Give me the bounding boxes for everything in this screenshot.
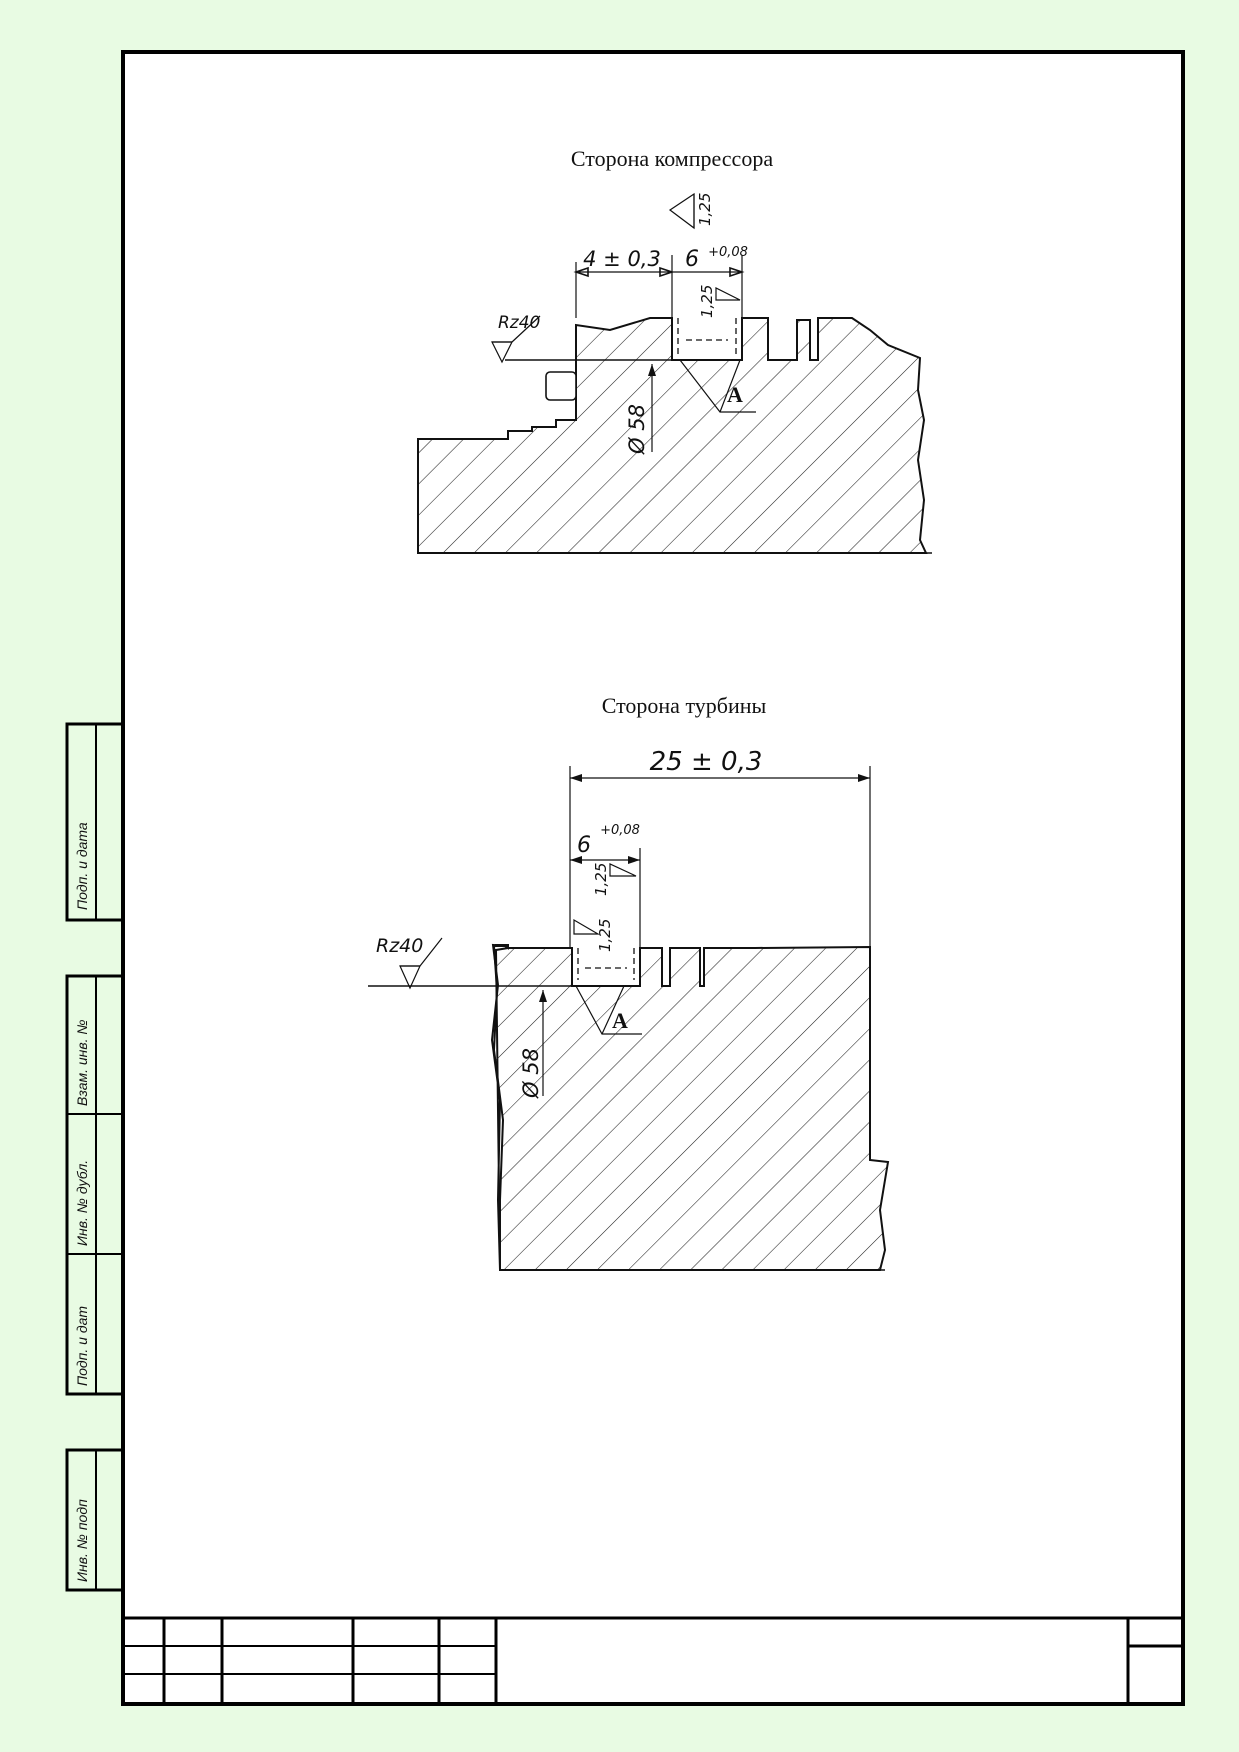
drawing-frame <box>121 50 1185 1706</box>
compressor-diameter: Ø 58 <box>625 404 649 455</box>
compressor-groove-hidden <box>677 318 737 354</box>
turbine-groove-hidden <box>577 948 635 980</box>
compressor-part-section <box>417 317 928 554</box>
title-block <box>123 1616 1183 1704</box>
compressor-view-title: Сторона компрессора <box>571 146 773 171</box>
turbine-callout-leader <box>575 985 642 1035</box>
turbine-view: Сторона турбины 25 ± 0,3 6 +0,08 1,25 1,… <box>368 693 890 1271</box>
side-stamp-field-5: Инв. № подп <box>74 1499 90 1582</box>
side-stamp: Подп. и дата Взам. инв. № Инв. № дубл. П… <box>65 722 125 1592</box>
compressor-roughness-wall-symbol <box>715 287 741 301</box>
compressor-width-tolerance: +0,08 <box>708 245 748 260</box>
compressor-offset-dim: 4 ± 0,3 <box>583 247 661 271</box>
compressor-callout-leader <box>679 359 756 413</box>
compressor-roughness-top: 1,25 <box>696 193 714 226</box>
compressor-face-roughness: Rz40 <box>498 313 540 333</box>
compressor-view: Сторона компрессора 4 ± 0,3 6 +0,08 1,25… <box>417 146 932 554</box>
turbine-diameter: Ø 58 <box>519 1048 543 1099</box>
turbine-width-dim: 6 <box>577 833 591 858</box>
turbine-face-roughness: Rz40 <box>376 935 423 957</box>
turbine-roughness-top-symbol <box>609 863 637 877</box>
side-stamp-field-4: Подп. и дат <box>74 1306 90 1386</box>
side-stamp-field-3: Инв. № дубл. <box>74 1160 90 1246</box>
turbine-roughness-wall-symbol <box>573 918 601 935</box>
turbine-width-tolerance: +0,08 <box>600 823 640 838</box>
side-stamp-field-2: Взам. инв. № <box>74 1019 90 1106</box>
turbine-callout: А <box>612 1008 628 1033</box>
compressor-roughness-wall: 1,25 <box>698 285 716 318</box>
compressor-width-dim: 6 <box>685 247 699 272</box>
compressor-callout: А <box>727 382 743 407</box>
side-stamp-field-1: Подп. и дата <box>74 822 90 910</box>
turbine-roughness-wall: 1,25 <box>596 919 614 952</box>
compressor-shaft-stub <box>545 371 577 401</box>
turbine-view-title: Сторона турбины <box>602 693 767 718</box>
turbine-overall-dim: 25 ± 0,3 <box>650 747 763 777</box>
turbine-roughness-top: 1,25 <box>592 863 610 896</box>
